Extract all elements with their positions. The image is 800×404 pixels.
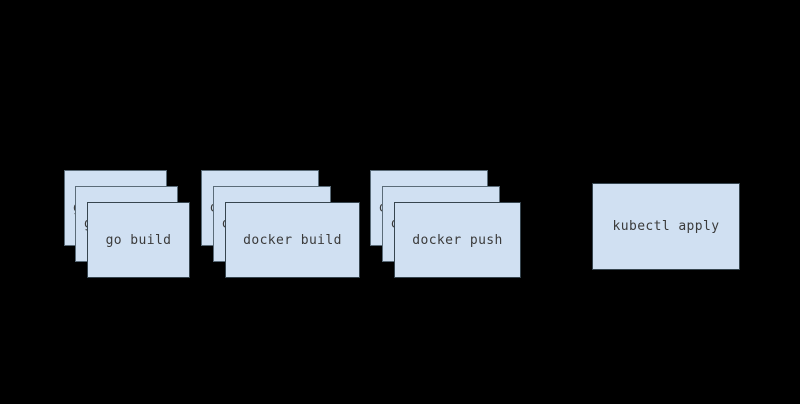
node-box-kubectl-apply[interactable]: kubectl apply xyxy=(592,183,740,270)
node-label-go-build: go build xyxy=(105,232,172,248)
node-card-go-build-front[interactable]: go build xyxy=(87,202,190,278)
node-card-docker-build-front[interactable]: docker build xyxy=(225,202,360,278)
node-card-docker-push-front[interactable]: docker push xyxy=(394,202,521,278)
node-label-docker-push: docker push xyxy=(412,232,503,248)
node-label-docker-build: docker build xyxy=(243,232,342,248)
node-label-kubectl-apply: kubectl apply xyxy=(612,219,720,234)
